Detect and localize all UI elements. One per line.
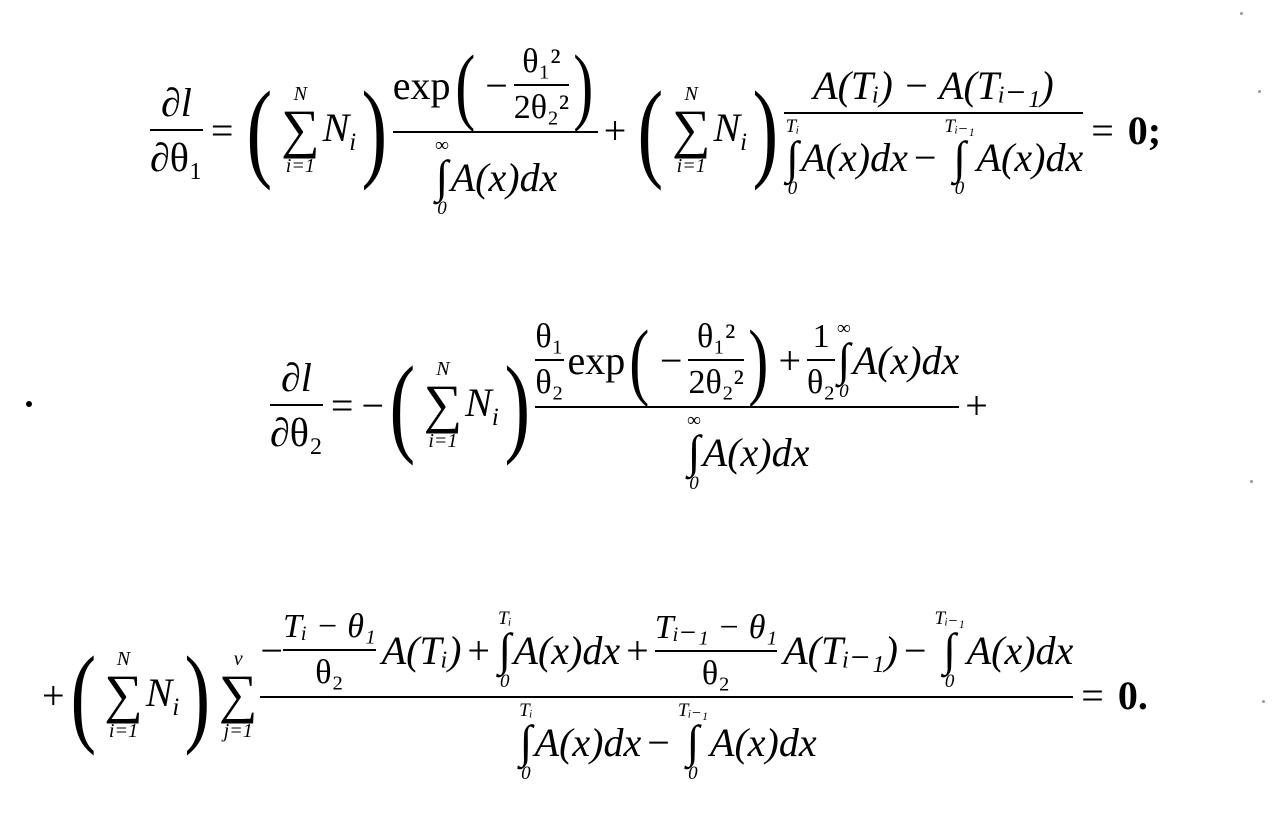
equation-3: + ( N ∑ i=1 Ni ) ν ∑ j=1 − Tᵢ − θ₁ θ₂ A(… <box>42 560 1148 830</box>
eq2-lhs-num: ∂l <box>280 355 312 400</box>
eq1-term2-num: A(Tᵢ) − A(Tᵢ₋₁) <box>813 62 1054 108</box>
eq2-main-den: ∞ ∫ 0 A(x)dx <box>687 410 810 494</box>
sum-upper: N <box>293 83 307 106</box>
eq1-lhs-num: ∂l <box>160 80 192 125</box>
equals-sign: = <box>330 382 354 428</box>
left-paren: ( <box>637 69 664 191</box>
left-paren: ( <box>389 344 416 466</box>
equation-2: ∂l ∂θ₂ = − ( N ∑ i=1 Ni ) θ₁ θ₂ exp ( − … <box>270 275 994 535</box>
eq3-sum-term: Ni <box>145 669 180 721</box>
right-paren: ) <box>752 69 779 191</box>
equals-sign: = <box>210 107 234 153</box>
eq1-sum-2: N ∑ i=1 <box>671 83 711 177</box>
eq3-sum-j: ν ∑ j=1 <box>218 648 258 742</box>
eq1-sum-term: Ni <box>322 104 357 156</box>
plus-sign: + <box>603 107 627 153</box>
trailing-plus: + <box>965 382 988 428</box>
right-paren: ) <box>504 344 530 466</box>
scan-speck <box>1262 700 1265 703</box>
eq2-sum: N ∑ i=1 <box>423 358 463 452</box>
stray-dot <box>26 401 32 407</box>
eq1-sum-term-2: Ni <box>713 104 748 156</box>
equals-sign: = <box>1091 107 1114 153</box>
minus-sign: − <box>361 382 384 428</box>
eq1-term1-num: exp ( − θ₁² 2θ₂² ) <box>392 37 594 134</box>
eq2-lhs-den: ∂θ₂ <box>270 410 323 455</box>
equation-1: ∂l ∂θ₁ = ( N ∑ i=1 Ni ) exp ( − θ₁² 2θ₂²… <box>150 0 1161 260</box>
eq1-rhs: 0; <box>1127 107 1162 153</box>
eq3-main-den: Tᵢ ∫ 0 A(x)dx − Tᵢ₋₁ ∫ 0 A(x)dx <box>519 700 817 784</box>
eq1-lhs: ∂l ∂θ₁ <box>150 79 203 181</box>
left-paren: ( <box>246 69 273 191</box>
scan-speck <box>1240 12 1243 15</box>
eq3-main-num: − Tᵢ − θ₁ θ₂ A(Tᵢ) + Tᵢ ∫ 0 A(x)dx + Tᵢ₋… <box>260 608 1074 693</box>
eq3-main-frac: − Tᵢ − θ₁ θ₂ A(Tᵢ) + Tᵢ ∫ 0 A(x)dx + Tᵢ₋… <box>260 607 1074 784</box>
plus-sign: + <box>42 672 65 718</box>
eq1-sum: N ∑ i=1 <box>281 83 320 177</box>
right-paren: ) <box>184 634 211 756</box>
eq2-main-frac: θ₁ θ₂ exp ( − θ₁² 2θ₂² ) + 1 θ₂ ∞ ∫ 0 <box>535 312 960 494</box>
scan-speck <box>1258 90 1261 93</box>
eq1-term2: A(Tᵢ) − A(Tᵢ₋₁) Tᵢ ∫ 0 A(x)dx − Tᵢ₋₁ ∫ 0… <box>783 62 1084 200</box>
eq2-main-num: θ₁ θ₂ exp ( − θ₁² 2θ₂² ) + 1 θ₂ ∞ ∫ 0 <box>535 312 960 409</box>
sum-lower: i=1 <box>285 154 315 177</box>
right-paren: ) <box>361 69 388 191</box>
equals-sign: = <box>1081 672 1104 718</box>
eq1-term1: exp ( − θ₁² 2θ₂² ) ∞ ∫ 0 A(x)dx <box>392 37 598 219</box>
eq1-term2-den: Tᵢ ∫ 0 A(x)dx − Tᵢ₋₁ ∫ 0 A(x)dx <box>785 115 1084 200</box>
scan-speck <box>1250 480 1253 483</box>
left-paren: ( <box>70 634 96 756</box>
eq1-lhs-den: ∂θ₁ <box>150 135 203 180</box>
eq2-sum-term: Ni <box>465 379 499 431</box>
eq3-rhs: 0. <box>1117 672 1148 718</box>
eq2-lhs: ∂l ∂θ₂ <box>270 354 323 456</box>
eq3-sum: N ∑ i=1 <box>104 648 143 742</box>
eq1-term1-den: ∞ ∫ 0 A(x)dx <box>435 135 558 219</box>
